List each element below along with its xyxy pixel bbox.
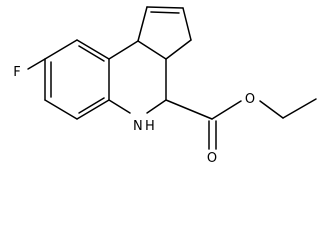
bond-benzene-5: [76, 99, 110, 120]
bond-c1-c2-inner: [150, 11, 180, 14]
bond-ester-o-ch2: [259, 100, 284, 119]
bond-benzene-6: [44, 99, 78, 120]
bond-benzene-3: [76, 39, 110, 60]
atom-labels: F N H O O: [13, 65, 255, 166]
fluorine-label: F: [13, 65, 20, 80]
bond-c4-carbonyl: [165, 99, 213, 120]
bond-c-nh: [108, 99, 131, 114]
bond-c2-c3: [182, 7, 192, 41]
carbonyl-oxygen-label: O: [207, 151, 217, 166]
bond-lines: [27, 6, 317, 150]
bond-f-c: [27, 58, 46, 70]
bond-c3-c3a: [165, 39, 192, 60]
bond-benzene-3-inner: [78, 45, 105, 62]
bond-c9b-ring: [108, 40, 139, 60]
chemical-structure-diagram: F N H O O: [13, 6, 317, 166]
ester-oxygen-label: O: [245, 92, 255, 107]
bond-ch2-ch3: [282, 98, 317, 119]
bond-c9b-c1: [137, 6, 148, 42]
bond-benzene-5-inner: [78, 97, 105, 114]
bond-benzene-2: [44, 39, 78, 60]
nitrogen-label: N: [133, 119, 143, 134]
bond-nh-c4: [146, 99, 167, 114]
bond-c3a-c9b: [137, 40, 167, 60]
hydrogen-label: H: [145, 119, 155, 134]
bond-carbonyl-ester-o: [211, 100, 242, 120]
bond-c1-c2: [146, 6, 184, 9]
